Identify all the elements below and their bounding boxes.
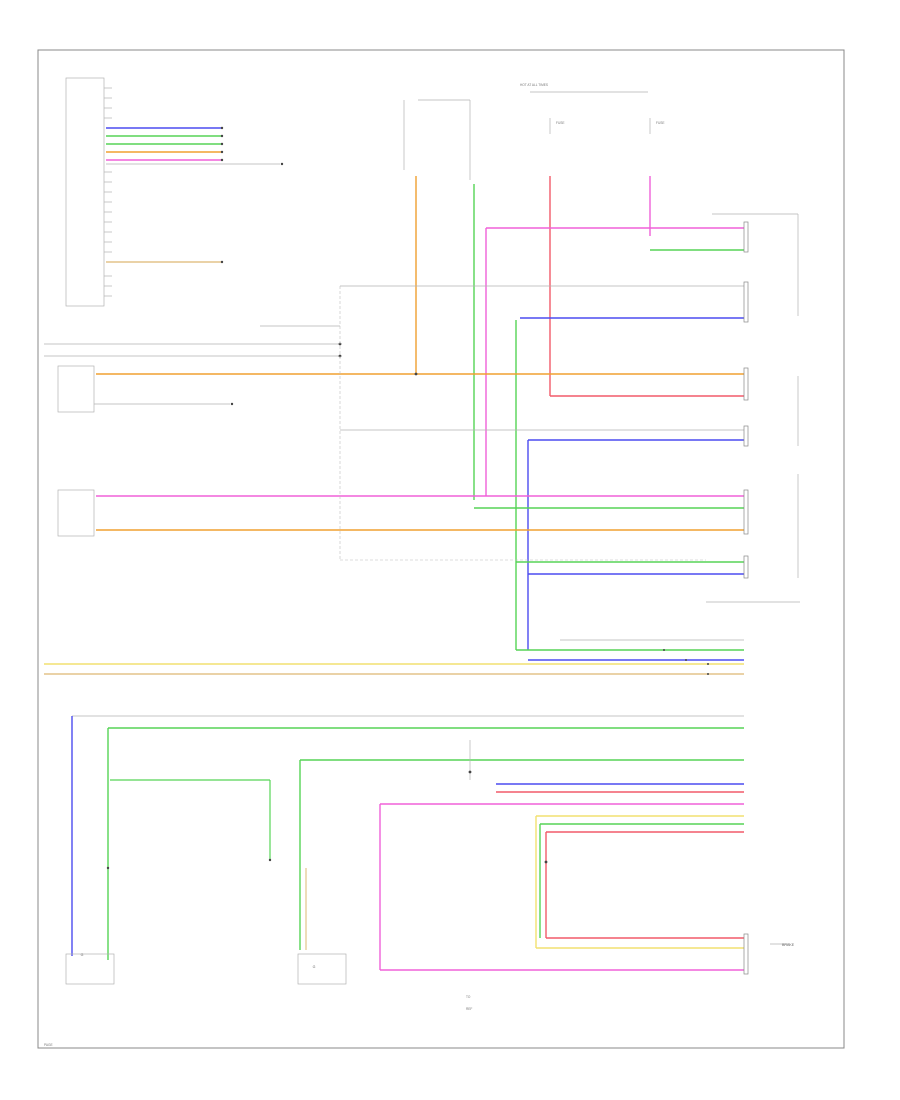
ground-label-left: G	[81, 953, 84, 957]
page-number: PAGE	[44, 1043, 53, 1047]
switch-assembly-lower-right	[96, 474, 800, 603]
diagram-frame	[37, 49, 845, 1049]
sensor-top-left	[44, 325, 418, 413]
note-to: TO	[466, 995, 471, 999]
switch-assembly-mid-right	[96, 367, 799, 650]
brake-label: BRAKE	[782, 943, 795, 947]
top-left-wires	[106, 126, 284, 264]
note-ref: REF	[466, 1007, 472, 1011]
sensor-bottom-left	[57, 286, 706, 561]
ground-label-right: G	[313, 965, 316, 969]
connector-bottom-right	[743, 933, 790, 975]
bus-lines-middle	[44, 639, 744, 675]
fuse-label-1: FUSE	[556, 121, 565, 125]
hot-label: HOT AT ALL TIMES	[520, 83, 548, 87]
fuse-label-2: FUSE	[656, 121, 665, 125]
switch-assembly-top-right	[340, 213, 799, 650]
control-module-top-left	[65, 77, 112, 307]
text-labels: PAGE G G BRAKE HOT AT ALL TIMES FUSE FUS…	[44, 83, 795, 1047]
power-distribution-top	[403, 91, 651, 500]
lower-bus	[71, 715, 744, 971]
sensor-box-bottom-left	[65, 953, 347, 985]
